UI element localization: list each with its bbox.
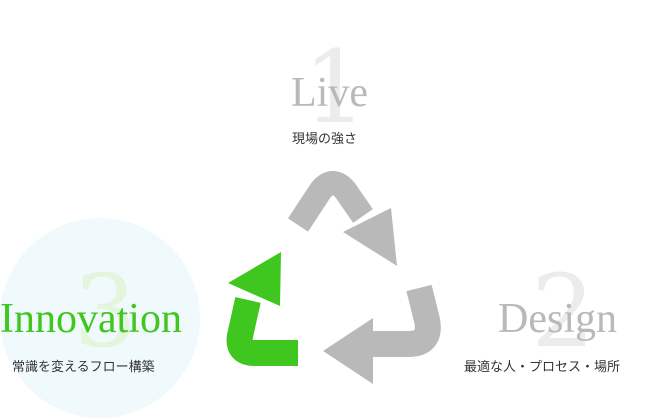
stage-number-design: 2 xyxy=(531,253,595,370)
stage-subtitle-design: 最適な人・プロセス・場所 xyxy=(464,360,621,375)
cycle-arrow-top-icon xyxy=(287,171,397,266)
stage-subtitle-live: 現場の強さ xyxy=(292,132,358,147)
stage-title-live: Live xyxy=(291,70,368,116)
stage-title-design: Design xyxy=(498,296,617,342)
stage-number-innovation: 3 xyxy=(73,253,137,370)
stage-title-innovation: Innovation xyxy=(0,296,182,342)
innovation-highlight-circle xyxy=(0,218,200,418)
cycle-arrow-right-icon xyxy=(323,284,441,384)
stage-subtitle-innovation: 常識を変えるフロー構築 xyxy=(12,360,155,375)
cycle-arrow-left-icon xyxy=(226,252,298,366)
stage-number-live: 1 xyxy=(303,29,367,146)
